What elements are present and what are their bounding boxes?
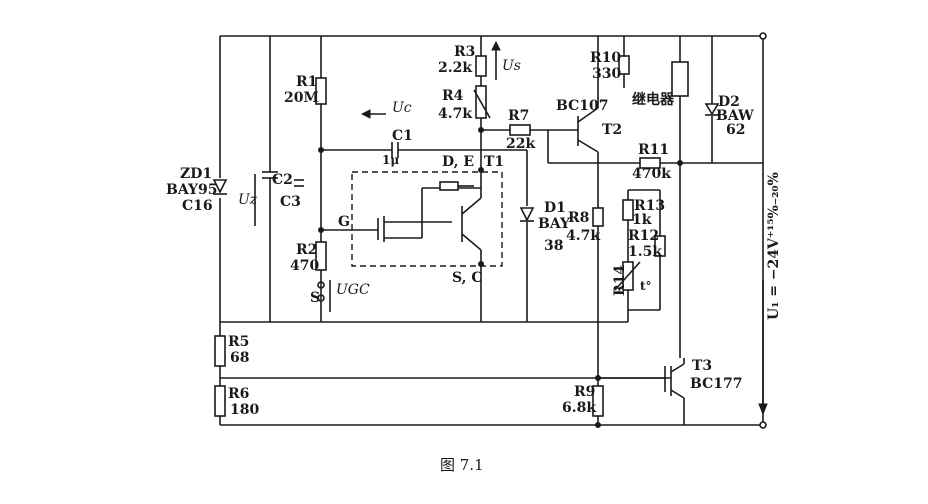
r4-potentiometer [473,85,491,119]
d2-name: D2 [718,94,740,110]
switch-label: S [310,290,320,306]
r9-value: 6.8k [562,400,596,416]
us-label: Us [502,58,521,74]
r7-name: R7 [508,108,529,124]
ugc-label: UGC [336,282,370,298]
t2-name: T2 [602,122,622,138]
r9-name: R9 [574,384,595,400]
r9-resistor [592,385,604,417]
uc-label: Uc [392,100,412,116]
r7-value: 22k [506,136,535,152]
t3-part: BC177 [690,376,742,392]
d1-diode [519,207,535,222]
t3-transistor [598,366,666,392]
r3-resistor [475,55,487,77]
r14-name: R14 [612,265,628,296]
r10-value: 330 [592,66,621,82]
r8-name: R8 [568,210,589,226]
r13-value: 1k [632,212,652,228]
r1-name: R1 [296,74,317,90]
r11-value: 470k [632,166,671,182]
r5-value: 68 [230,350,249,366]
r6-resistor [214,385,226,417]
r11-name: R11 [638,142,669,158]
figure-caption: 图 7.1 [440,456,484,474]
d1-name: D1 [544,200,566,216]
t1-terminals-sub: S, C [452,270,483,286]
signal-arrows [254,40,768,416]
supply-voltage-label: U₁ = −24V⁺¹⁵%₋₂₀% [766,172,782,320]
relay-coil [671,61,689,97]
uz-label: Uz [238,192,258,208]
r14-value: t° [640,279,652,293]
r12-name: R12 [628,228,659,244]
switch-s [317,281,325,302]
r2-resistor [315,241,327,271]
d1-sub: 38 [544,238,563,254]
t3-name: T3 [692,358,712,374]
junction-dots [318,32,767,429]
r12-resistor [654,235,666,257]
wires [219,35,764,426]
r1-value: 20M [284,90,319,106]
r1-resistor [315,77,327,105]
t1-module-box [351,171,503,267]
r7-resistor [509,124,531,136]
r5-name: R5 [228,334,249,350]
r3-value: 2.2k [438,60,472,76]
component-labels: R1 20M R2 470 S R3 2.2k R4 4.7k R7 22k C… [166,44,754,418]
t2-transistor [560,107,599,153]
r13-name: R13 [634,198,665,214]
c1-name: C1 [392,128,413,144]
r8-resistor [592,207,604,227]
zd1-sub: C16 [182,198,213,214]
c1-capacitor [391,142,399,158]
d2-part: BAW [716,108,754,124]
r2-value: 470 [290,258,319,274]
r4-name: R4 [442,88,464,104]
d2-sub: 62 [726,122,745,138]
c1-value: 1μ [382,153,399,167]
r4-value: 4.7k [438,106,472,122]
d1-part: BAY [538,216,571,232]
r12-value: 1.5k [628,244,662,260]
r14-thermistor [614,261,641,291]
r3-name: R3 [454,44,475,60]
c3-name: C3 [280,194,301,210]
signal-labels: Us Uc Uz UGC G [238,58,521,298]
d2-diode [704,103,720,116]
r10-name: R10 [590,50,621,66]
r2-name: R2 [296,242,317,258]
t1-internal [377,167,484,267]
zd1-part: BAY95 [166,182,217,198]
r11-resistor [639,157,661,169]
r10-resistor [618,55,630,75]
c2-name: C2 [272,172,293,188]
zd1-zener-diode [212,179,228,195]
gate-label: G [338,214,350,230]
t1-name: T1 [484,154,504,170]
r6-name: R6 [228,386,249,402]
r8-value: 4.7k [566,228,600,244]
relay-label: 继电器 [632,91,675,108]
t1-terminals: D, E [442,154,474,170]
t2-part: BC107 [556,98,608,114]
r13-resistor [622,199,634,221]
c2-c3-capacitor [262,171,304,196]
r5-resistor [214,335,226,367]
zd1-name: ZD1 [180,166,212,182]
r6-value: 180 [230,402,259,418]
